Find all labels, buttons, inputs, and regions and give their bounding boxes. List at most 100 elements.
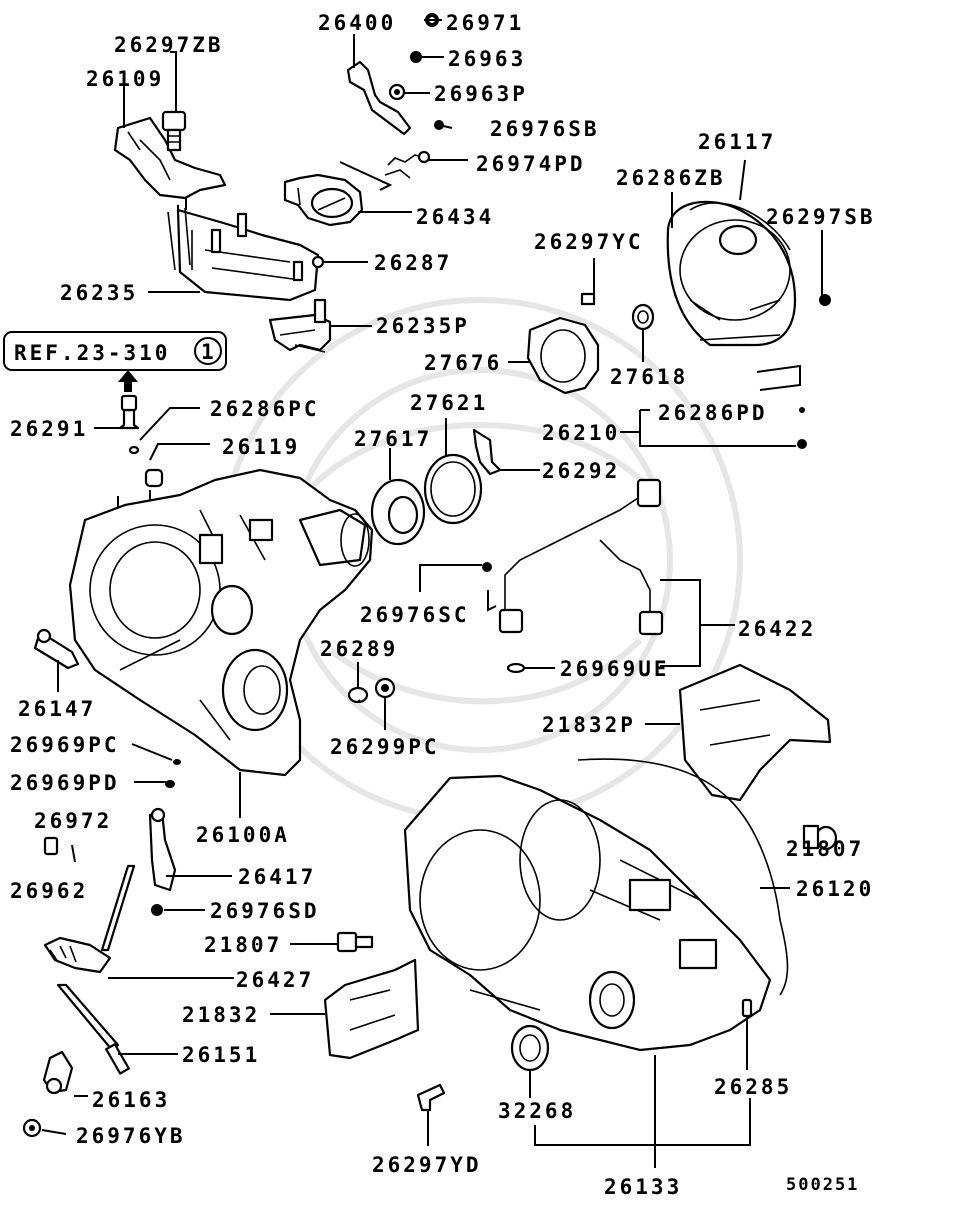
ring-27621[interactable] [423, 453, 483, 525]
seal-27618[interactable] [631, 303, 655, 331]
bolt-21807-upper[interactable] [802, 824, 838, 851]
label-26147[interactable]: 26147 [18, 697, 96, 721]
sensor-26147[interactable] [33, 628, 80, 670]
label-21832[interactable]: 21832 [182, 1003, 260, 1027]
label-26109[interactable]: 26109 [86, 67, 164, 91]
spring-26974PD[interactable] [384, 150, 431, 179]
label-26299PC[interactable]: 26299PC [330, 735, 440, 759]
label-26292[interactable]: 26292 [542, 459, 620, 483]
label-32268[interactable]: 32268 [498, 1099, 576, 1123]
bolt-26297SB[interactable] [819, 294, 831, 306]
seal-26289[interactable] [347, 686, 369, 704]
bolt-26962[interactable] [43, 836, 59, 856]
label-26291[interactable]: 26291 [10, 417, 88, 441]
pin-26972[interactable] [71, 844, 76, 863]
label-26297ZB[interactable]: 26297ZB [114, 33, 224, 57]
label-26962[interactable]: 26962 [10, 879, 88, 903]
bolt-26297YC[interactable] [580, 292, 596, 306]
label-26972[interactable]: 26972 [34, 809, 112, 833]
bracket-26109[interactable] [113, 116, 227, 200]
label-26434[interactable]: 26434 [416, 205, 494, 229]
screw-26976YB[interactable] [22, 1118, 42, 1138]
label-26976SD[interactable]: 26976SD [210, 899, 320, 923]
bracket-21832[interactable] [323, 958, 420, 1060]
label-26100A[interactable]: 26100A [196, 823, 290, 847]
label-26117[interactable]: 26117 [698, 130, 776, 154]
label-26963P[interactable]: 26963P [434, 82, 528, 106]
pin-26286PD[interactable] [797, 407, 807, 449]
label-26969UE[interactable]: 26969UE [560, 657, 670, 681]
plate-27676[interactable] [526, 316, 600, 395]
clip-26292[interactable] [472, 428, 502, 476]
screw-26976SB[interactable] [434, 120, 453, 130]
bracket-26235[interactable] [167, 207, 320, 302]
shift-lever-26427[interactable] [43, 864, 136, 974]
label-26286PD[interactable]: 26286PD [658, 401, 768, 425]
oring-26969UE[interactable] [506, 662, 526, 674]
cover-26117[interactable] [666, 200, 797, 347]
label-26286ZB[interactable]: 26286ZB [616, 166, 726, 190]
gasket-26120[interactable] [577, 758, 789, 996]
label-26976SC[interactable]: 26976SC [360, 603, 470, 627]
screw-26976SD[interactable] [151, 904, 163, 916]
label-26974PD[interactable]: 26974PD [476, 152, 586, 176]
bolt-26297ZB[interactable] [161, 110, 187, 152]
label-26976SB[interactable]: 26976SB [490, 117, 600, 141]
label-26119[interactable]: 26119 [222, 435, 300, 459]
label-26286PC[interactable]: 26286PC [210, 397, 320, 421]
label-26427[interactable]: 26427 [236, 968, 314, 992]
label-26400[interactable]: 26400 [318, 11, 396, 35]
lever-26400[interactable] [346, 60, 412, 136]
label-27617[interactable]: 27617 [354, 427, 432, 451]
label-26297YC[interactable]: 26297YC [534, 230, 644, 254]
label-26422[interactable]: 26422 [738, 617, 816, 641]
pin-26285[interactable] [741, 998, 753, 1018]
label-26120[interactable]: 26120 [796, 877, 874, 901]
pin-26286PC[interactable] [128, 445, 140, 455]
label-21807-lower[interactable]: 21807 [204, 933, 282, 957]
oring-26969PC[interactable] [173, 759, 181, 765]
reference-box[interactable]: REF.23-310 1 [3, 331, 227, 371]
label-26417[interactable]: 26417 [238, 865, 316, 889]
label-26969PD[interactable]: 26969PD [10, 771, 120, 795]
bracket-26235P[interactable] [268, 298, 332, 353]
seal-27617[interactable] [370, 478, 426, 546]
label-26969PC[interactable]: 26969PC [10, 733, 120, 757]
label-26163[interactable]: 26163 [92, 1088, 170, 1112]
nut-26963P[interactable] [388, 83, 406, 101]
label-26235P[interactable]: 26235P [376, 314, 470, 338]
label-26289[interactable]: 26289 [320, 637, 398, 661]
bracket-26417[interactable] [148, 807, 177, 892]
label-27621[interactable]: 27621 [410, 391, 488, 415]
nut-26287[interactable] [311, 255, 325, 269]
oring-26969PD[interactable] [165, 780, 175, 788]
label-26297YD[interactable]: 26297YD [372, 1153, 482, 1177]
label-26133[interactable]: 26133 [604, 1175, 682, 1199]
bolt-26291[interactable] [118, 394, 140, 430]
label-26151[interactable]: 26151 [182, 1043, 260, 1067]
bolt-26297YD[interactable] [416, 1083, 446, 1112]
bracket-21832P[interactable] [678, 663, 832, 802]
label-26297SB[interactable]: 26297SB [766, 205, 876, 229]
label-27676[interactable]: 27676 [424, 351, 502, 375]
label-26971[interactable]: 26971 [446, 11, 524, 35]
label-26976YB[interactable]: 26976YB [76, 1124, 186, 1148]
label-21832P[interactable]: 21832P [542, 713, 636, 737]
case-26100A[interactable] [68, 468, 374, 777]
rod-26151[interactable] [56, 983, 130, 1075]
label-26963[interactable]: 26963 [448, 47, 526, 71]
harness-26422[interactable] [498, 478, 664, 636]
lever-26163[interactable] [42, 1050, 74, 1095]
seal-32268[interactable] [510, 1024, 550, 1072]
label-26235[interactable]: 26235 [60, 281, 138, 305]
label-26285[interactable]: 26285 [714, 1075, 792, 1099]
case-26133[interactable] [403, 774, 772, 1052]
label-26287[interactable]: 26287 [374, 251, 452, 275]
label-26210[interactable]: 26210 [542, 421, 620, 445]
screw-26976SC[interactable] [482, 562, 492, 572]
label-21807-upper[interactable]: 21807 [786, 837, 864, 861]
nut-26299PC[interactable] [374, 677, 396, 699]
plug-26119[interactable] [144, 468, 164, 488]
bolt-21807-lower[interactable] [336, 931, 374, 953]
label-27618[interactable]: 27618 [610, 365, 688, 389]
